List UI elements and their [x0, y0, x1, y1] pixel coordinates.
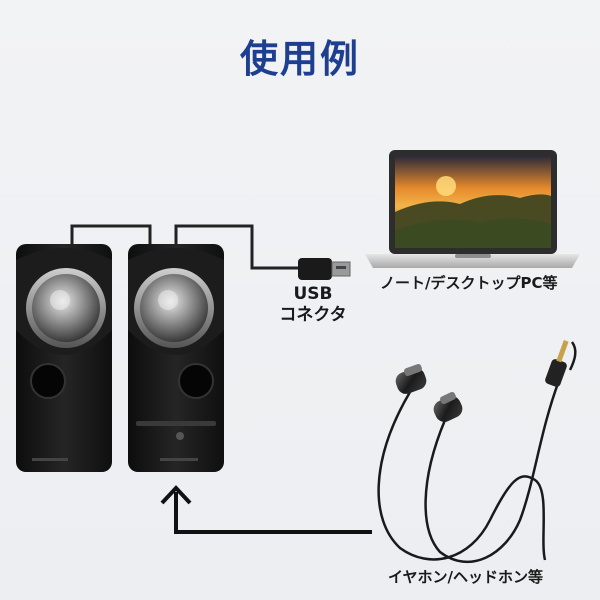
up-arrow-icon	[160, 485, 372, 534]
laptop-icon	[365, 150, 580, 268]
speaker-cables	[70, 224, 300, 270]
earphones-icon	[377, 339, 577, 564]
pc-label: ノート/デスクトップPC等	[380, 274, 558, 292]
usb-label-line2: コネクタ	[279, 305, 347, 325]
earphones-label: イヤホン/ヘッドホン等	[388, 568, 544, 586]
usb-connector-label: USB コネクタ	[268, 284, 358, 326]
usb-plug-icon	[298, 258, 351, 280]
right-speaker	[128, 244, 224, 472]
page-title: 使用例	[239, 37, 360, 81]
left-speaker	[16, 244, 112, 472]
usb-label-line1: USB	[293, 284, 333, 304]
